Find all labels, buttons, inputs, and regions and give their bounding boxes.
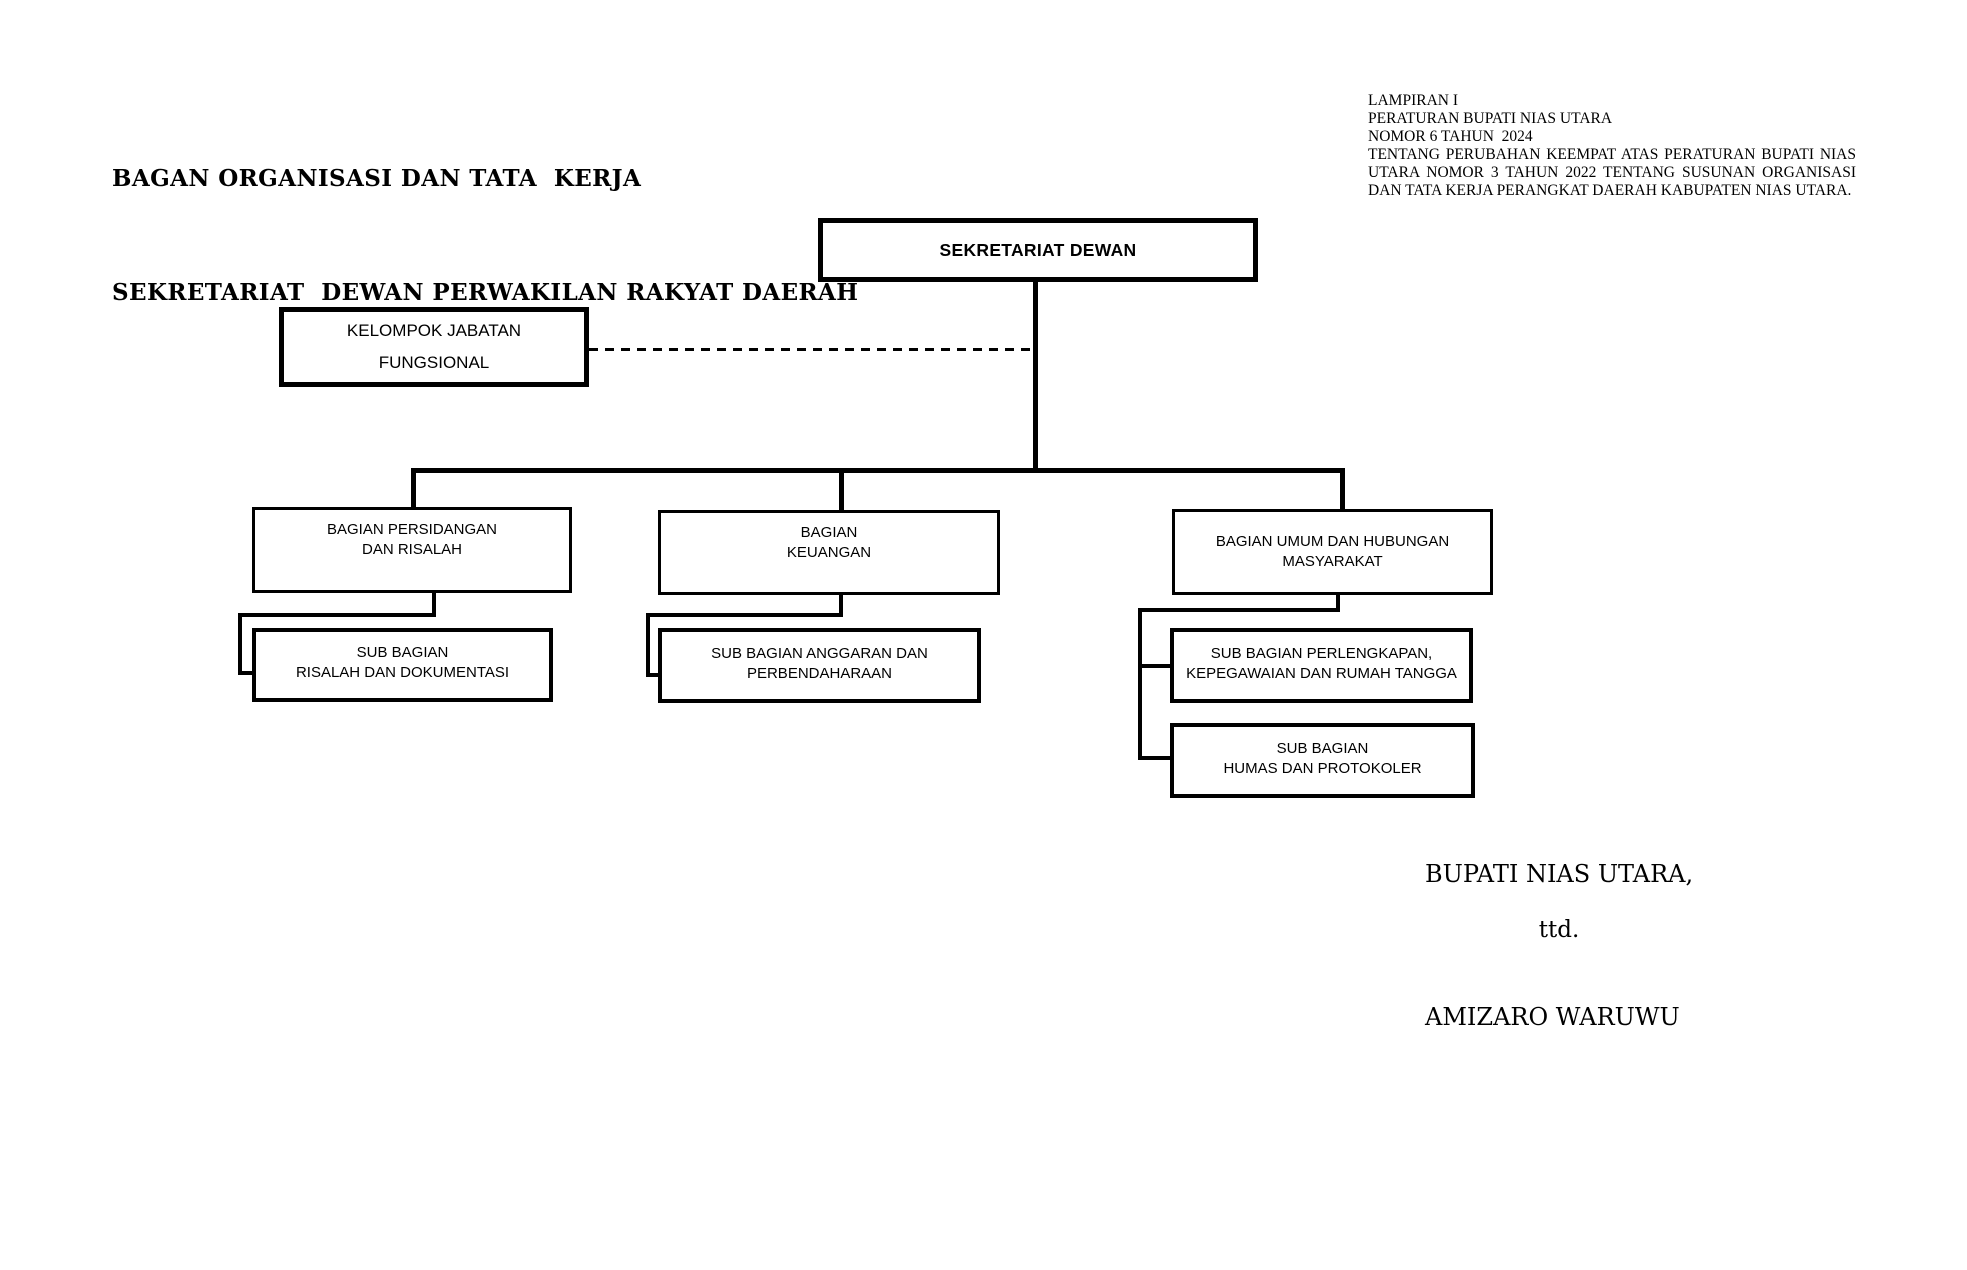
connector-root-vertical xyxy=(1033,282,1038,472)
connector-bracket-persidangan-h2 xyxy=(238,671,254,675)
org-box-sub-risalah-dokumentasi: SUB BAGIAN RISALAH DAN DOKUMENTASI xyxy=(252,628,553,702)
org-label-keuangan-line1: BAGIAN xyxy=(800,524,858,541)
connector-stub-persidangan xyxy=(411,468,416,509)
org-label-umum-line1: BAGIAN UMUM DAN HUBUNGAN xyxy=(1215,533,1450,550)
connector-bracket-persidangan-v2 xyxy=(238,613,242,675)
org-label-sub-risalah-line2: RISALAH DAN DOKUMENTASI xyxy=(295,664,510,681)
connector-bracket-keuangan-v2 xyxy=(646,613,650,677)
org-label-persidangan-line2: DAN RISALAH xyxy=(361,541,463,558)
connector-bracket-umum-h2 xyxy=(1138,664,1172,668)
org-label-kelompok-line2: FUNGSIONAL xyxy=(378,353,490,372)
signature-office: BUPATI NIAS UTARA, xyxy=(1425,860,1694,888)
org-box-bagian-keuangan: BAGIAN KEUANGAN xyxy=(658,510,1000,595)
connector-stub-keuangan xyxy=(839,468,844,512)
connector-bracket-keuangan-h2 xyxy=(646,673,660,677)
document-title: BAGAN ORGANISASI DAN TATA KERJA SEKRETAR… xyxy=(112,84,858,388)
connector-bracket-umum-v2 xyxy=(1138,608,1142,760)
org-label-sekretariat-dewan: SEKRETARIAT DEWAN xyxy=(939,240,1137,260)
lampiran-line3: NOMOR 6 TAHUN 2024 xyxy=(1368,127,1533,145)
connector-bracket-persidangan-h1 xyxy=(238,613,436,617)
org-label-sub-perlengkapan-line2: KEPEGAWAIAN DAN RUMAH TANGGA xyxy=(1186,664,1457,682)
lampiran-line2: PERATURAN BUPATI NIAS UTARA xyxy=(1368,109,1613,127)
connector-bracket-keuangan-v1 xyxy=(839,593,843,617)
org-box-kelompok-jabatan-fungsional: KELOMPOK JABATAN FUNGSIONAL xyxy=(279,307,589,387)
org-box-sub-perlengkapan: SUB BAGIAN PERLENGKAPAN, KEPEGAWAIAN DAN… xyxy=(1170,628,1473,703)
org-box-sekretariat-dewan: SEKRETARIAT DEWAN xyxy=(818,218,1258,282)
connector-functional-dashed xyxy=(589,348,1035,351)
signature-ttd: ttd. xyxy=(1538,917,1580,943)
org-label-sub-risalah-line1: SUB BAGIAN xyxy=(356,644,449,661)
connector-bracket-umum-h1 xyxy=(1138,608,1340,612)
lampiran-paragraph: TENTANG PERUBAHAN KEEMPAT ATAS PERATURAN… xyxy=(1368,145,1856,199)
connector-bracket-keuangan-h1 xyxy=(646,613,843,617)
connector-bracket-umum-h3 xyxy=(1138,756,1172,760)
org-label-sub-humas-line2: HUMAS DAN PROTOKOLER xyxy=(1223,759,1422,777)
org-label-umum-line2: MASYARAKAT xyxy=(1282,553,1383,570)
org-label-persidangan-line1: BAGIAN PERSIDANGAN xyxy=(326,521,498,538)
connector-divisions-horizontal xyxy=(411,468,1345,473)
org-label-sub-anggaran-line2: PERBENDAHARAAN xyxy=(746,664,893,682)
signature-name: AMIZARO WARUWU xyxy=(1425,1003,1680,1031)
lampiran-block: LAMPIRAN I PERATURAN BUPATI NIAS UTARA N… xyxy=(1368,92,1856,199)
org-box-bagian-umum: BAGIAN UMUM DAN HUBUNGAN MASYARAKAT xyxy=(1172,509,1493,595)
connector-stub-umum xyxy=(1340,468,1345,511)
document-title-line2: SEKRETARIAT DEWAN PERWAKILAN RAKYAT DAER… xyxy=(112,279,859,306)
connector-bracket-umum-v1 xyxy=(1336,595,1340,612)
org-box-sub-humas-protokoler: SUB BAGIAN HUMAS DAN PROTOKOLER xyxy=(1170,723,1475,798)
document-title-line1: BAGAN ORGANISASI DAN TATA KERJA xyxy=(112,165,642,192)
org-box-sub-anggaran-perbendaharaan: SUB BAGIAN ANGGARAN DAN PERBENDAHARAAN xyxy=(658,628,981,703)
org-label-keuangan-line2: KEUANGAN xyxy=(786,544,872,561)
lampiran-line1: LAMPIRAN I xyxy=(1368,92,1458,109)
org-box-bagian-persidangan: BAGIAN PERSIDANGAN DAN RISALAH xyxy=(252,507,572,593)
org-label-sub-perlengkapan-line1: SUB BAGIAN PERLENGKAPAN, xyxy=(1210,644,1433,662)
org-label-kelompok-line1: KELOMPOK JABATAN xyxy=(346,321,522,340)
connector-bracket-persidangan-v1 xyxy=(432,591,436,617)
org-label-sub-humas-line1: SUB BAGIAN xyxy=(1276,739,1369,757)
org-label-sub-anggaran-line1: SUB BAGIAN ANGGARAN DAN xyxy=(711,644,928,662)
